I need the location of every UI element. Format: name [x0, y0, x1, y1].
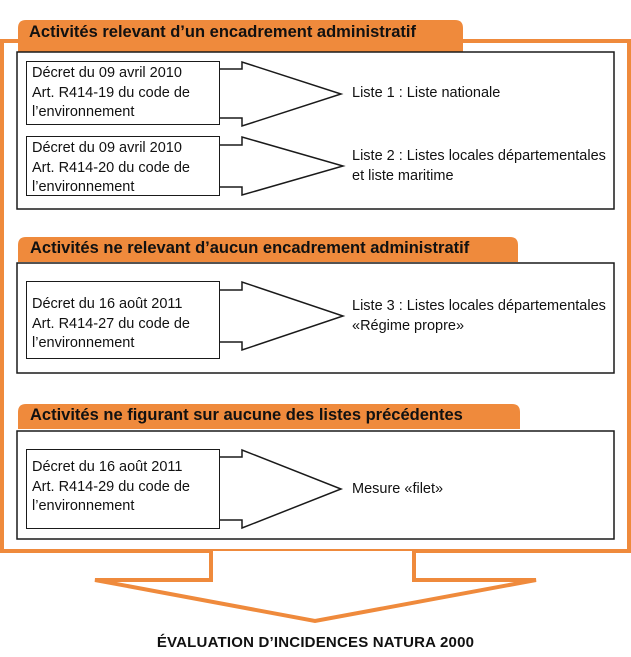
- decree-line: l’environnement: [32, 498, 135, 514]
- decree-line: l’environnement: [32, 179, 135, 195]
- section-2-title: Activités ne relevant d’aucun encadremen…: [30, 239, 470, 257]
- decree-box: Décret du 09 avril 2010 Art. R414-20 du …: [26, 136, 220, 196]
- decree-box: Décret du 16 août 2011 Art. R414-29 du c…: [26, 449, 220, 529]
- arrow-1: [219, 60, 344, 128]
- decree-line: Décret du 16 août 2011: [32, 296, 183, 312]
- decree-line: Décret du 16 août 2011: [32, 459, 183, 475]
- target-line: Liste 2 : Listes locales départementales: [352, 148, 606, 164]
- arrow-2: [219, 136, 346, 196]
- decree-line: Art. R414-29 du code de: [32, 478, 190, 495]
- decree-line: l’environnement: [32, 335, 135, 351]
- decree-line: Décret du 09 avril 2010: [32, 140, 182, 156]
- target-line: Liste 1 : Liste nationale: [352, 85, 501, 101]
- section-3-tab: [18, 404, 520, 429]
- target-line: «Régime propre»: [352, 317, 465, 334]
- target-label: Liste 1 : Liste nationale: [352, 84, 500, 104]
- target-line: Liste 3 : Listes locales départementales: [352, 298, 606, 314]
- decree-line: Décret du 09 avril 2010: [32, 65, 182, 81]
- decree-line: Art. R414-20 du code de: [32, 159, 190, 176]
- decree-line: l’environnement: [32, 104, 135, 120]
- section-2-tab: [18, 237, 518, 262]
- decree-line: Art. R414-27 du code de: [32, 315, 190, 332]
- arrow-3: [219, 280, 346, 352]
- target-line: et liste maritime: [352, 167, 454, 184]
- arrow-4: [219, 448, 344, 530]
- target-label: Liste 3 : Listes locales départementales…: [352, 297, 606, 336]
- final-down-arrow: [94, 551, 537, 624]
- decree-line: Art. R414-19 du code de: [32, 84, 190, 101]
- decree-box: Décret du 16 août 2011 Art. R414-27 du c…: [26, 281, 220, 359]
- section-3-title: Activités ne figurant sur aucune des lis…: [30, 406, 463, 424]
- target-label: Mesure «filet»: [352, 480, 443, 500]
- section-1-tab-base: [18, 36, 463, 52]
- target-label: Liste 2 : Listes locales départementales…: [352, 147, 606, 186]
- final-evaluation-label: ÉVALUATION D’INCIDENCES NATURA 2000: [156, 634, 475, 651]
- target-line: Mesure «filet»: [352, 481, 444, 497]
- section-1-title: Activités relevant d’un encadrement admi…: [29, 23, 416, 41]
- decree-box: Décret du 09 avril 2010 Art. R414-19 du …: [26, 61, 220, 125]
